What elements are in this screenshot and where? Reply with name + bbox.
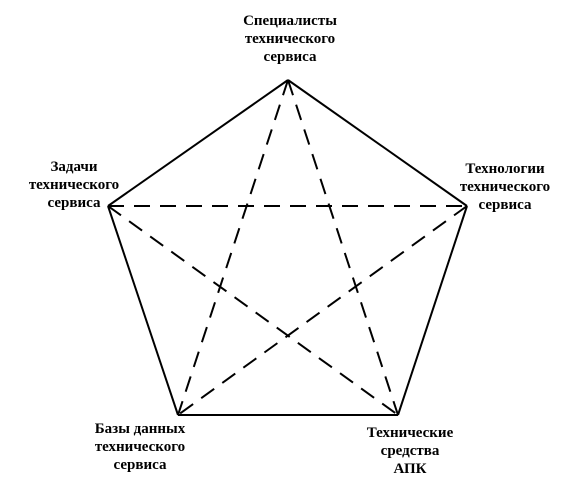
node-label-line: сервиса bbox=[478, 197, 532, 213]
edge-left-top bbox=[107, 79, 289, 207]
node-label-line: АПК bbox=[393, 461, 427, 477]
node-label-technologies: Технологии технического сервиса bbox=[440, 160, 570, 214]
node-label-tasks: Задачи технического сервиса bbox=[14, 158, 134, 212]
edge-bl-left bbox=[107, 205, 179, 416]
node-label-line: сервиса bbox=[47, 195, 101, 211]
node-label-line: сервиса bbox=[263, 49, 317, 65]
node-label-specialists: Специалисты технического сервиса bbox=[210, 12, 370, 66]
node-label-line: технического bbox=[94, 439, 186, 455]
diagonal-top-bl bbox=[177, 79, 289, 416]
node-label-databases: Базы данных технического сервиса bbox=[70, 420, 210, 474]
node-label-line: технического bbox=[459, 179, 551, 195]
diagonal-right-bl bbox=[177, 205, 468, 416]
node-label-line: Технические bbox=[366, 425, 454, 441]
edge-top-right bbox=[287, 79, 468, 207]
node-label-line: средства bbox=[380, 443, 440, 459]
node-label-line: Технологии bbox=[465, 161, 545, 177]
node-label-line: сервиса bbox=[113, 457, 167, 473]
node-label-line: технического bbox=[28, 177, 120, 193]
diagonal-left-br bbox=[107, 205, 399, 416]
node-label-line: Базы данных bbox=[94, 421, 186, 437]
edge-right-br bbox=[397, 205, 468, 416]
diagonal-top-br bbox=[287, 79, 399, 416]
node-label-line: Задачи bbox=[50, 159, 98, 175]
node-label-line: технического bbox=[244, 31, 336, 47]
node-label-line: Специалисты bbox=[243, 13, 337, 29]
node-label-technical-means: Технические средства АПК bbox=[340, 424, 480, 478]
